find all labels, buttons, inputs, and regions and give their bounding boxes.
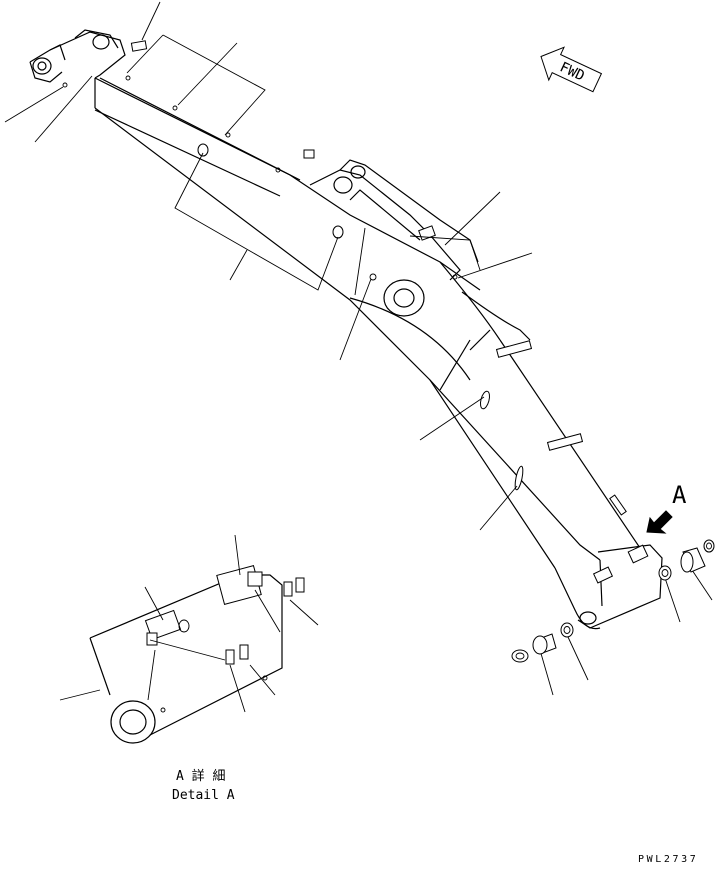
view-a-arrow-icon [646, 510, 673, 534]
leader-lines [4, 1, 713, 696]
view-a-letter: A [672, 481, 687, 509]
forward-direction-marker: FWD [540, 46, 603, 93]
drawing-number: PWL2737 [638, 854, 698, 865]
detail-caption-english: Detail A [172, 788, 235, 803]
view-a-marker: A [646, 481, 687, 534]
excavator-arm [29, 29, 663, 630]
bushing-set-left [511, 622, 574, 663]
bushing-set-right [658, 539, 715, 581]
detail-caption-japanese: A 詳 細 [176, 768, 225, 784]
detail-a-view [59, 534, 319, 744]
